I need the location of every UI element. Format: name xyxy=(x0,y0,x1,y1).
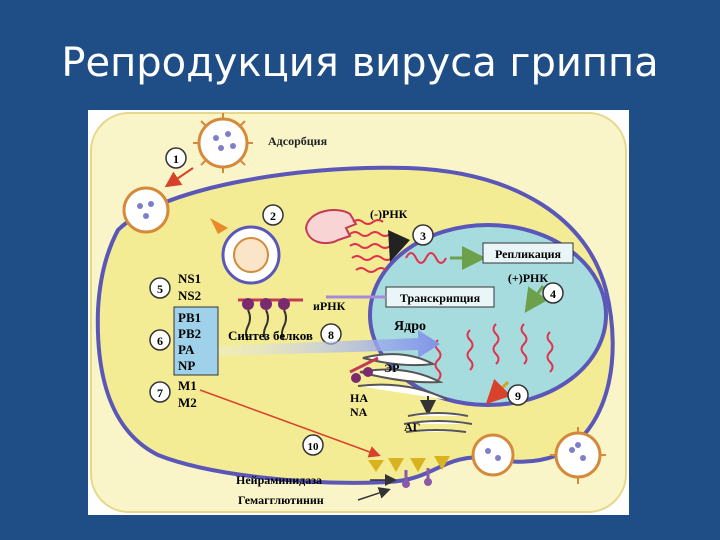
virus-particle-adsorption xyxy=(193,113,253,173)
arrow-m1-to-membrane xyxy=(199,389,381,458)
endosome-vesicle xyxy=(221,225,281,285)
step-2-number: 2 xyxy=(270,209,276,223)
label-er: ЭР xyxy=(384,361,399,375)
progeny-rna-coils xyxy=(434,323,554,381)
arrow-step1 xyxy=(164,167,194,188)
diagram-figure: Адсорбция 1 2 (-)РНК 3 Репликация (+)РНК… xyxy=(88,110,629,515)
step-1-marker xyxy=(165,147,187,169)
protein-pb2: PB2 xyxy=(178,326,201,341)
ribosome-complex xyxy=(238,298,303,341)
step-10-number: 10 xyxy=(308,441,320,453)
replication-box xyxy=(482,242,574,264)
label-protein-synthesis: Синтез белков xyxy=(228,328,313,343)
step-7-marker xyxy=(149,381,171,403)
arrow-hemagglutinin xyxy=(357,487,391,501)
label-mrna: иРНК xyxy=(313,299,346,313)
er-ribosomes xyxy=(349,356,379,383)
virus-particle-membrane xyxy=(122,186,170,234)
label-neg-rna: (-)РНК xyxy=(370,207,408,221)
diagram-svg: Адсорбция 1 2 (-)РНК 3 Репликация (+)РНК… xyxy=(90,112,627,513)
label-golgi: АГ xyxy=(404,420,420,434)
protein-ns1: NS1 xyxy=(178,271,201,286)
label-adsorption: Адсорбция xyxy=(268,134,328,148)
uncoating-capsid xyxy=(304,209,358,245)
protein-pa: PA xyxy=(178,342,195,357)
step-3-number: 3 xyxy=(420,229,426,243)
protein-import-arrow xyxy=(218,330,440,358)
slide-title: Репродукция вируса гриппа xyxy=(61,40,659,86)
protein-m2: M2 xyxy=(178,395,197,410)
label-nucleus: Ядро xyxy=(394,319,426,334)
step-6-marker xyxy=(149,329,171,351)
step-8-number: 8 xyxy=(328,328,334,342)
label-transcription: Транскрипция xyxy=(400,291,481,305)
nucleus xyxy=(368,223,608,407)
arrow-step9 xyxy=(485,378,512,405)
step-1-number: 1 xyxy=(173,152,179,166)
protein-m1: M1 xyxy=(178,378,197,393)
step-9-marker xyxy=(507,384,529,406)
step-9-number: 9 xyxy=(515,389,521,403)
endoplasmic-reticulum xyxy=(357,353,449,401)
arrow-pos-rna xyxy=(524,285,549,313)
nuclear-rna-coil xyxy=(405,252,447,264)
step-5-marker xyxy=(149,277,171,299)
label-ha: HA xyxy=(350,391,368,405)
label-neuraminidase: Нейраминидаза xyxy=(236,473,322,487)
protein-pb1: PB1 xyxy=(178,310,201,325)
virus-particle-budding xyxy=(471,433,515,477)
golgi-apparatus xyxy=(403,412,473,433)
polymerase-box xyxy=(173,306,219,376)
membrane-glycoproteins xyxy=(368,456,450,488)
step-7-number: 7 xyxy=(157,386,163,400)
step-10-marker xyxy=(302,434,324,456)
label-pos-rna: (+)РНК xyxy=(508,271,548,285)
virus-particle-released xyxy=(550,427,606,484)
step-2-marker xyxy=(262,204,284,226)
protein-ns2: NS2 xyxy=(178,288,201,303)
step-6-number: 6 xyxy=(157,334,163,348)
step-3-marker xyxy=(412,224,434,246)
step-5-number: 5 xyxy=(157,282,163,296)
step-4-number: 4 xyxy=(550,287,556,301)
protein-np: NP xyxy=(178,358,195,373)
neg-rna-strands xyxy=(349,219,393,273)
label-replication: Репликация xyxy=(495,247,562,261)
label-hemagglutinin: Гемагглютинин xyxy=(238,493,324,507)
step-4-marker xyxy=(542,282,564,304)
import-arrowhead xyxy=(388,230,410,262)
label-na: NA xyxy=(350,405,368,419)
entry-arrowhead xyxy=(210,218,228,234)
